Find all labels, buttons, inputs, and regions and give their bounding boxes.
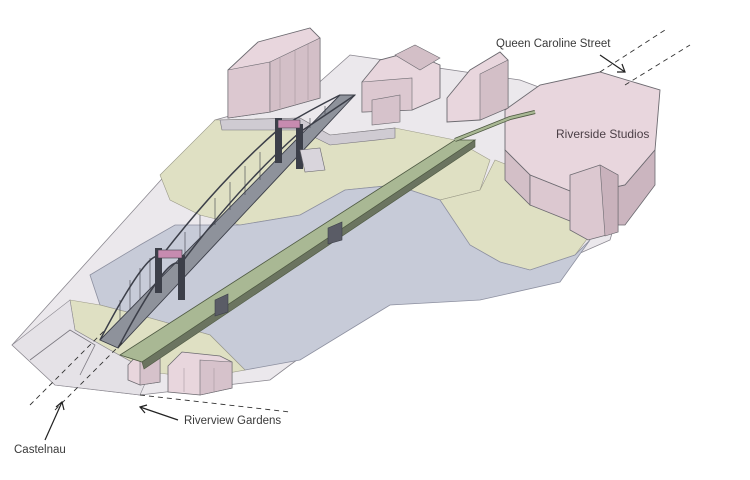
south-house-right — [167, 351, 233, 396]
bridge-tower-south — [155, 248, 185, 300]
queen-caroline-dashed-line-2 — [624, 44, 691, 86]
riverview-dashed-line — [139, 394, 291, 413]
castelnau-road-edge — [29, 329, 96, 376]
new-footbridge — [119, 110, 536, 370]
queen-caroline-arrow — [599, 54, 626, 73]
queen-caroline-dashed-line — [599, 29, 666, 73]
riverside-studios-label: Riverside Studios — [556, 127, 650, 141]
bridge-tower-north — [275, 118, 303, 169]
north-building-east — [446, 51, 509, 123]
riverview-gardens-label: Riverview Gardens — [184, 415, 282, 427]
south-street-area — [11, 299, 151, 396]
castelnau-label: Castelnau — [14, 444, 66, 456]
riverside-studios-building — [504, 71, 661, 241]
queen-caroline-street-label: Queen Caroline Street — [496, 38, 611, 50]
north-building-tower-block — [227, 27, 321, 119]
riverview-gardens-arrow — [138, 404, 179, 421]
north-building-cluster — [361, 44, 441, 126]
castelnau-dashed-line-2 — [54, 339, 126, 411]
castelnau-arrow — [44, 400, 65, 441]
suspension-bridge — [99, 94, 357, 349]
